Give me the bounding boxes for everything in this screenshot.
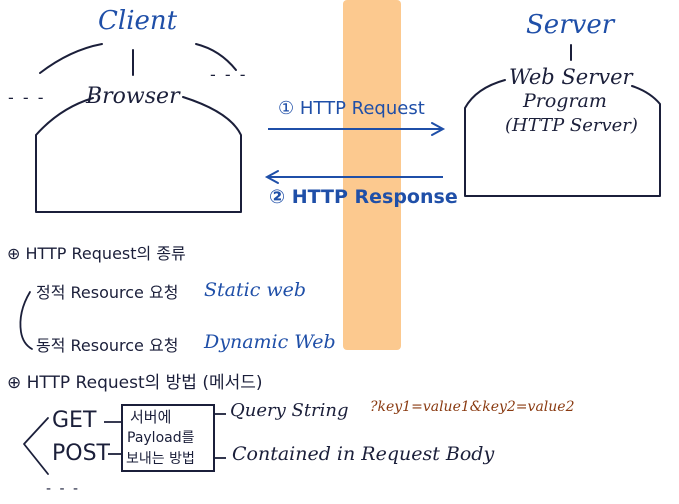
server-box xyxy=(464,79,661,197)
payload-box-line1: 서버에 xyxy=(130,408,172,426)
server-program-line2: Program xyxy=(523,90,607,112)
static-web-label: Static web xyxy=(204,279,307,301)
separator-stripe xyxy=(343,0,401,350)
client-dots-left: - - - xyxy=(8,88,46,107)
query-string-label: Query String xyxy=(230,400,349,421)
response-arrow-head xyxy=(264,170,279,184)
payload-box xyxy=(121,404,215,472)
server-title: Server xyxy=(526,10,615,40)
resource-bracket xyxy=(19,291,33,350)
payload-box-line2: Payload를 xyxy=(127,430,195,446)
response-label: ② HTTP Response xyxy=(269,186,458,208)
request-arrow-head xyxy=(431,122,446,136)
dynamic-resource-label: 동적 Resource 요청 xyxy=(36,336,179,355)
client-link-left xyxy=(39,43,103,74)
payload-box-line3: 보내는 방법 xyxy=(126,451,195,467)
browser-box xyxy=(35,96,242,213)
section2-heading: ⊕ HTTP Request의 방법 (메서드) xyxy=(7,373,263,393)
method-more: - - - xyxy=(46,481,81,497)
client-title: Client xyxy=(98,6,178,36)
server-program-line1: Web Server xyxy=(509,65,633,89)
browser-label: Browser xyxy=(86,84,180,109)
query-string-example: ?key1=value1&key2=value2 xyxy=(370,399,575,415)
request-label: ① HTTP Request xyxy=(278,98,425,119)
method-post: POST xyxy=(52,441,110,466)
section1-heading: ⊕ HTTP Request의 종류 xyxy=(7,244,186,263)
dynamic-web-label: Dynamic Web xyxy=(204,331,336,353)
method-branch xyxy=(23,417,49,475)
client-dots-right: - - - xyxy=(210,65,248,84)
client-link-right xyxy=(195,43,237,71)
method-get: GET xyxy=(52,408,97,433)
server-program-line3: (HTTP Server) xyxy=(505,115,638,136)
static-resource-label: 정적 Resource 요청 xyxy=(36,283,179,302)
request-body-label: Contained in Request Body xyxy=(232,443,495,465)
